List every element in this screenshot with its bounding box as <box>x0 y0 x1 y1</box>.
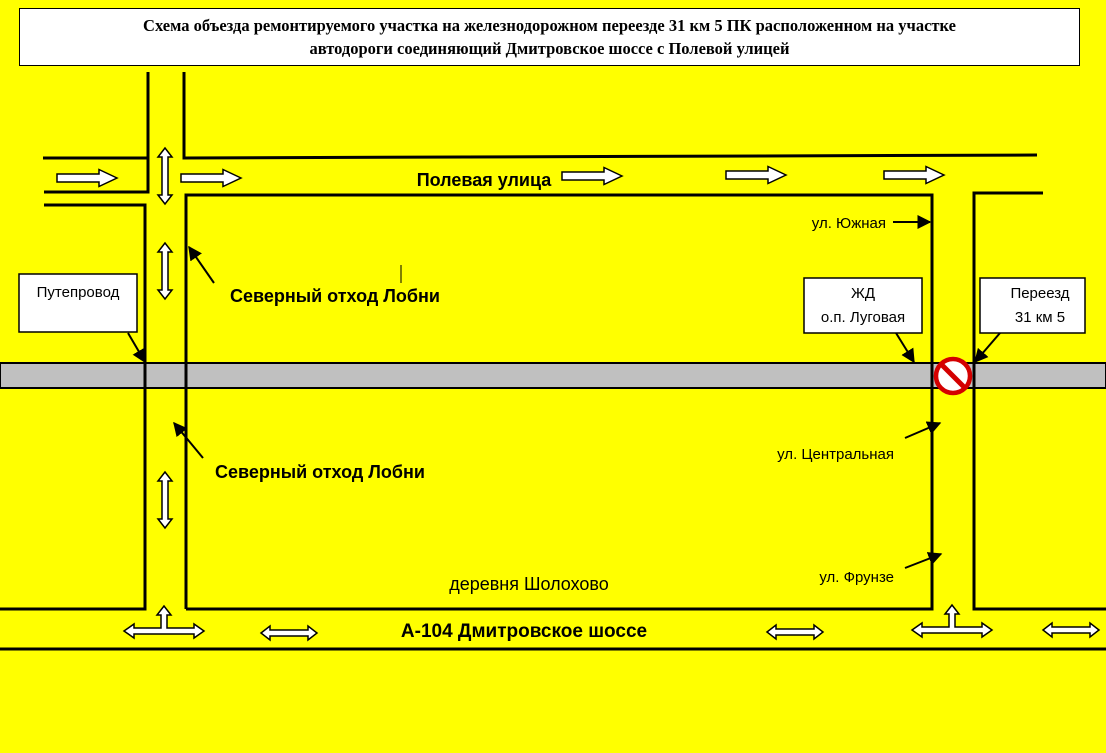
railway-track <box>0 362 1106 389</box>
arrow-left-icon <box>56 168 118 188</box>
callout-station-line1: ЖД <box>851 285 875 302</box>
title-box: Схема объезда ремонтируемого участка на … <box>19 8 1080 66</box>
t-junction-arrow-icon <box>123 605 205 639</box>
label-yuzhnaya: ул. Южная <box>812 215 886 232</box>
double-arrow-horizontal-icon <box>260 625 318 641</box>
double-arrow-vertical-icon <box>157 242 173 300</box>
arrow-left-icon <box>883 165 945 185</box>
arrow-tsentralnaya <box>904 421 942 439</box>
arrow-left-icon <box>180 168 242 188</box>
label-tsentralnaya: ул. Центральная <box>777 446 894 463</box>
label-a104: А-104 Дмитровское шоссе <box>401 621 647 642</box>
title-line-2: автодороги соединяющий Дмитровское шоссе… <box>309 39 790 58</box>
callout-crossing-line2: 31 км 5 <box>1015 309 1065 326</box>
traffic-arrows <box>56 147 1100 641</box>
callout-overpass-text: Путепровод <box>37 284 120 301</box>
callout-station-line2: о.п. Луговая <box>821 309 905 326</box>
label-lobnya-north-bottom: Северный отход Лобни <box>215 462 425 482</box>
label-village: деревня Шолохово <box>449 574 609 594</box>
double-arrow-vertical-icon <box>157 471 173 529</box>
callout-boxes <box>18 273 1086 334</box>
double-arrow-horizontal-icon <box>766 624 824 640</box>
no-entry-icon <box>933 356 973 396</box>
arrow-left-icon <box>725 165 787 185</box>
leader-arrows <box>127 215 1001 569</box>
callout-overpass-box <box>18 273 138 333</box>
road-edges <box>0 72 1106 651</box>
label-lobnya-north-top: Северный отход Лобни <box>230 286 440 306</box>
road-edge-polevaya-top <box>43 72 150 160</box>
callout-crossing-box <box>979 277 1086 334</box>
road-edge-right <box>972 191 1106 611</box>
road-edge-lobnya-inner <box>182 72 1038 160</box>
label-frunze: ул. Фрунзе <box>819 569 894 586</box>
arrow-left-icon <box>561 166 623 186</box>
callout-crossing-line1: Переезд <box>1010 285 1069 302</box>
road-edge-polevaya-bottom-left <box>0 203 147 611</box>
label-polevaya: Полевая улица <box>417 170 553 190</box>
double-arrow-vertical-icon <box>157 147 173 205</box>
title-line-1: Схема объезда ремонтируемого участка на … <box>143 16 956 35</box>
arrow-lobnya-top <box>188 245 215 284</box>
callout-station-box <box>803 277 923 334</box>
arrow-crossing <box>974 332 1001 364</box>
double-arrow-horizontal-icon <box>1042 622 1100 638</box>
arrow-overpass <box>127 332 146 364</box>
arrow-lobnya-bottom <box>173 421 204 459</box>
arrow-frunze <box>904 552 943 569</box>
road-edge-block-left <box>184 193 934 611</box>
arrow-station <box>895 332 915 364</box>
